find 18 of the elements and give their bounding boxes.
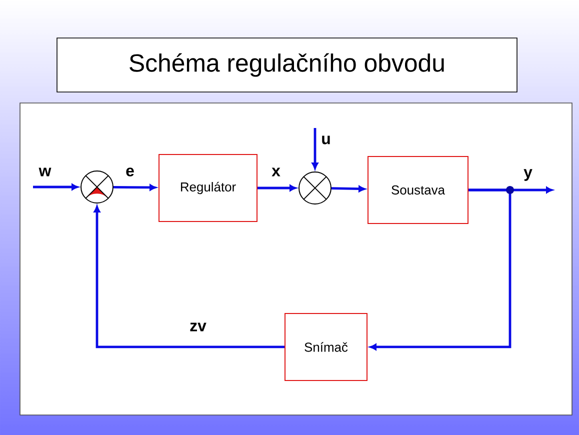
block-box: Snímač [284, 313, 368, 381]
arrow [312, 128, 318, 170]
arrow [331, 186, 366, 192]
edge-label: x [270, 166, 282, 178]
summing-junction [298, 172, 332, 204]
summing-junction [80, 170, 114, 204]
arrow [94, 206, 284, 348]
edge-label: y [522, 168, 534, 182]
edge-label: u [320, 134, 332, 146]
edge-label: zv [188, 322, 208, 332]
block-box: Soustava [368, 156, 468, 224]
block-box: Regulátor [158, 154, 258, 222]
arrow [370, 188, 512, 350]
edge-label: e [124, 166, 136, 178]
arrow [33, 184, 78, 190]
title-box: Schéma regulačního obvodu [56, 38, 518, 92]
arrow [258, 184, 296, 192]
arrow [114, 184, 156, 191]
